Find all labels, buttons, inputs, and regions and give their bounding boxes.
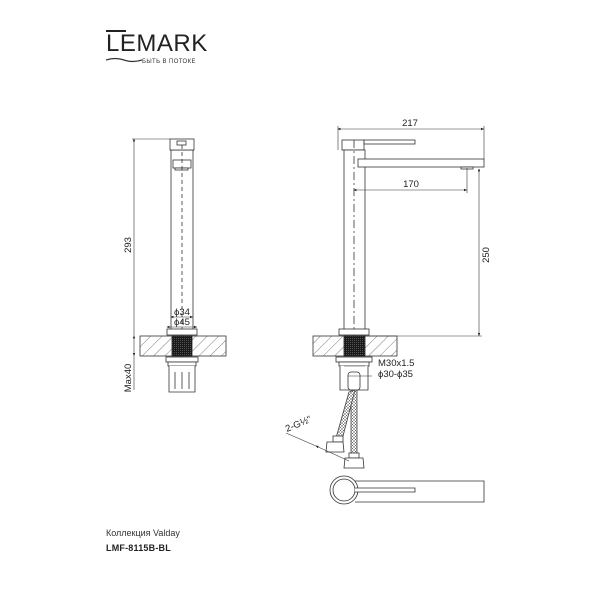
hose-g12-label: 2-G½" [284,414,313,435]
logo-wave-icon [106,57,142,63]
collection-label: Коллекция Valday [106,528,180,538]
front-view [132,138,227,393]
top-view [329,475,485,505]
dia34-label: ϕ34 [174,307,190,318]
dia45-label: ϕ45 [174,317,190,328]
hole-dia-label: ϕ30-ϕ35 [378,369,413,380]
height-293-label: 293 [123,237,134,253]
brand-tagline: БЫТЬ В ПОТОКЕ [142,59,196,65]
side-view [285,126,485,469]
max40-label: Max40 [123,364,134,393]
thread-m30-label: M30x1.5 [378,358,414,369]
brand-name: LEMARK [106,30,208,57]
reach-170-label: 170 [403,179,419,190]
logo-bar [106,30,126,32]
model-number: LMF-8115B-BL [106,543,171,553]
length-217-label: 217 [402,118,418,129]
height-250-label: 250 [481,247,492,263]
